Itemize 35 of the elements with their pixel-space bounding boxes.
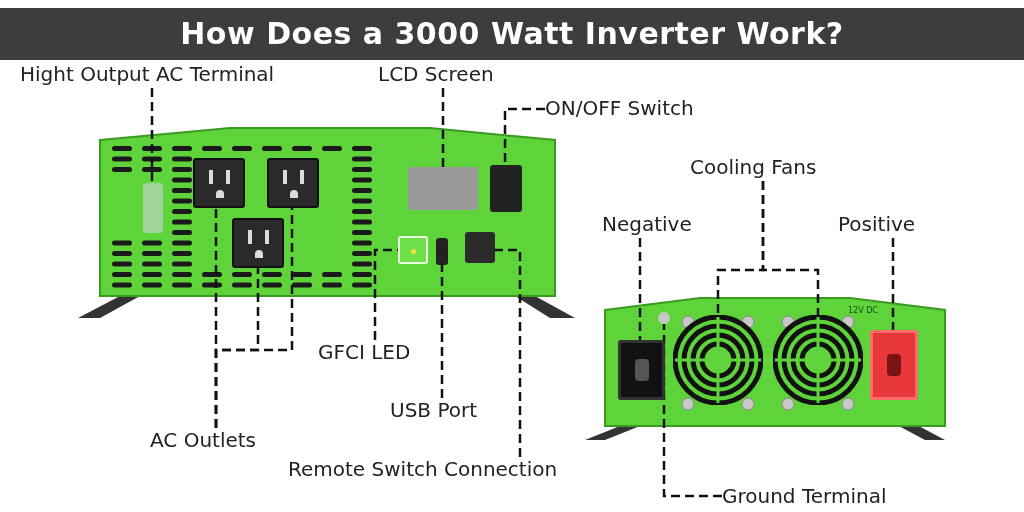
ac-outlet: [193, 158, 245, 208]
cooling-fan: [773, 315, 863, 405]
callout-label: ON/OFF Switch: [545, 96, 725, 120]
negative-terminal: [618, 340, 665, 400]
ac-outlet: [267, 158, 319, 208]
callout-label: Hight Output AC Terminal: [20, 62, 320, 86]
terminal-block: [143, 183, 163, 233]
gfci-led: [398, 236, 428, 264]
leader-line: [503, 107, 545, 165]
ac-outlet: [232, 218, 284, 268]
leader-line: [440, 265, 444, 398]
leader-line: [214, 268, 260, 428]
callout-label: AC Outlets: [150, 428, 280, 452]
callout-label: GFCI LED: [318, 340, 430, 364]
title-banner: How Does a 3000 Watt Inverter Work?: [0, 8, 1024, 60]
power-switch: [490, 165, 522, 212]
leader-line: [638, 238, 642, 340]
callout-label: Negative: [602, 212, 705, 236]
callout-label: Remote Switch Connection: [288, 457, 605, 481]
usb-port: [436, 238, 448, 265]
leader-line: [441, 88, 445, 167]
callout-label: Cooling Fans: [690, 155, 842, 179]
callout-label: LCD Screen: [378, 62, 515, 86]
printed-marking: 12V DC: [848, 306, 878, 315]
leader-line: [761, 181, 820, 315]
lcd-screen: [408, 167, 478, 210]
leader-line: [150, 88, 154, 183]
leader-line: [495, 248, 522, 457]
callout-label: Ground Terminal: [722, 484, 918, 508]
leader-line: [891, 238, 895, 330]
cooling-fan: [673, 315, 763, 405]
positive-terminal: [870, 330, 918, 400]
callout-label: USB Port: [390, 398, 500, 422]
remote-jack: [465, 232, 495, 263]
callout-label: Positive: [838, 212, 935, 236]
